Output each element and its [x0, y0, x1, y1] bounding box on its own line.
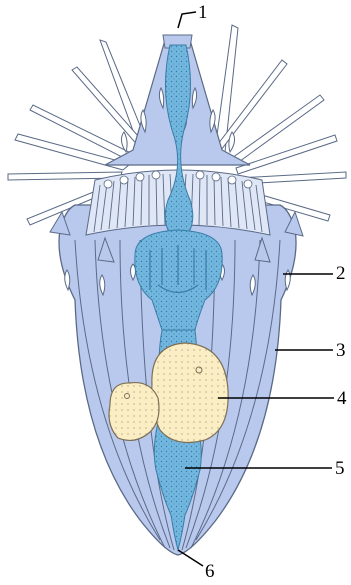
- label-3: 3: [336, 341, 346, 360]
- label-6: 6: [205, 562, 215, 581]
- label-5: 5: [335, 459, 345, 478]
- label-4: 4: [337, 389, 347, 408]
- label-1: 1: [198, 3, 208, 22]
- label-2: 2: [336, 264, 346, 283]
